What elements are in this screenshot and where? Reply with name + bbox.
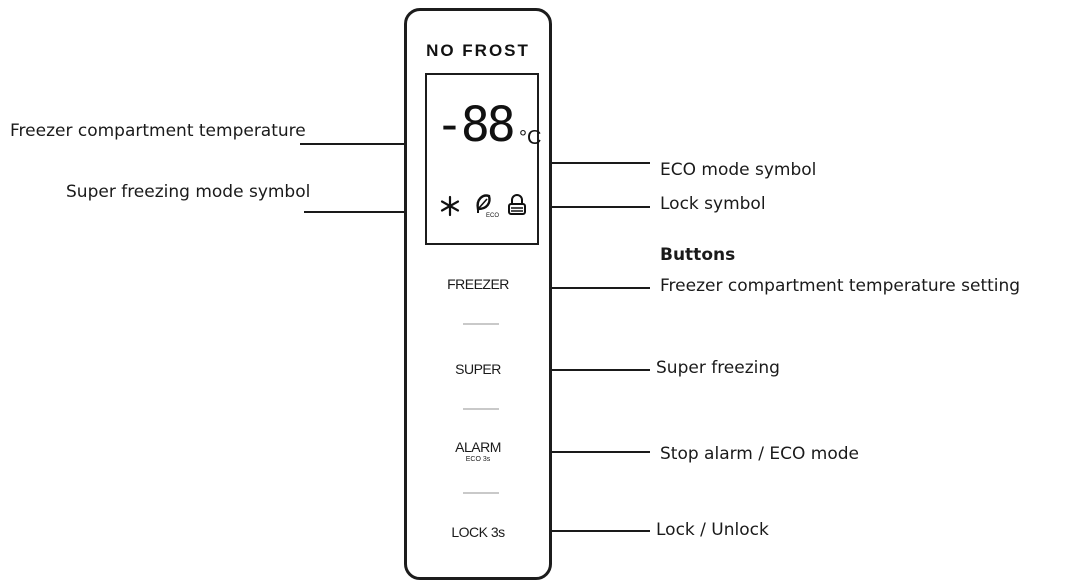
label-lock-unlock: Lock / Unlock [656, 520, 769, 540]
label-eco-symbol: ECO mode symbol [660, 160, 817, 180]
alarm-button-label: ALARM [455, 439, 501, 455]
label-super-freezing: Super freezing [656, 358, 780, 378]
label-stop-alarm: Stop alarm / ECO mode [660, 444, 860, 464]
alarm-button-sublabel: ECO 3s [465, 456, 491, 463]
label-lock-symbol: Lock symbol [660, 194, 766, 214]
eco-leaf-icon: ECO [476, 194, 499, 219]
separator [463, 408, 499, 410]
brand-label: NO FROST [426, 41, 530, 60]
separator [463, 323, 499, 325]
svg-text:ECO: ECO [486, 213, 499, 219]
lock-button[interactable]: LOCK 3s [407, 524, 549, 540]
lock-button-label: LOCK 3s [451, 524, 505, 540]
temperature-unit: °C [519, 127, 542, 149]
super-button[interactable]: SUPER [407, 361, 549, 377]
temperature-readout: -88 [435, 97, 516, 153]
label-buttons-heading: Buttons [660, 245, 736, 265]
alarm-button[interactable]: ALARM ECO 3s [407, 439, 549, 463]
lock-icon [508, 194, 526, 215]
super-button-label: SUPER [455, 361, 501, 377]
freezer-button[interactable]: FREEZER [407, 276, 549, 292]
label-super-symbol: Super freezing mode symbol [66, 182, 311, 202]
label-freezer-setting: Freezer compartment temperature setting [660, 276, 1021, 296]
separator [463, 492, 499, 494]
control-panel: NO FROST -88 °C ECO FREEZER [404, 8, 552, 580]
freezer-button-label: FREEZER [447, 276, 509, 292]
label-freezer-temp: Freezer compartment temperature [10, 121, 306, 141]
snowflake-icon [440, 195, 460, 217]
lcd-display: -88 °C ECO [425, 73, 542, 245]
